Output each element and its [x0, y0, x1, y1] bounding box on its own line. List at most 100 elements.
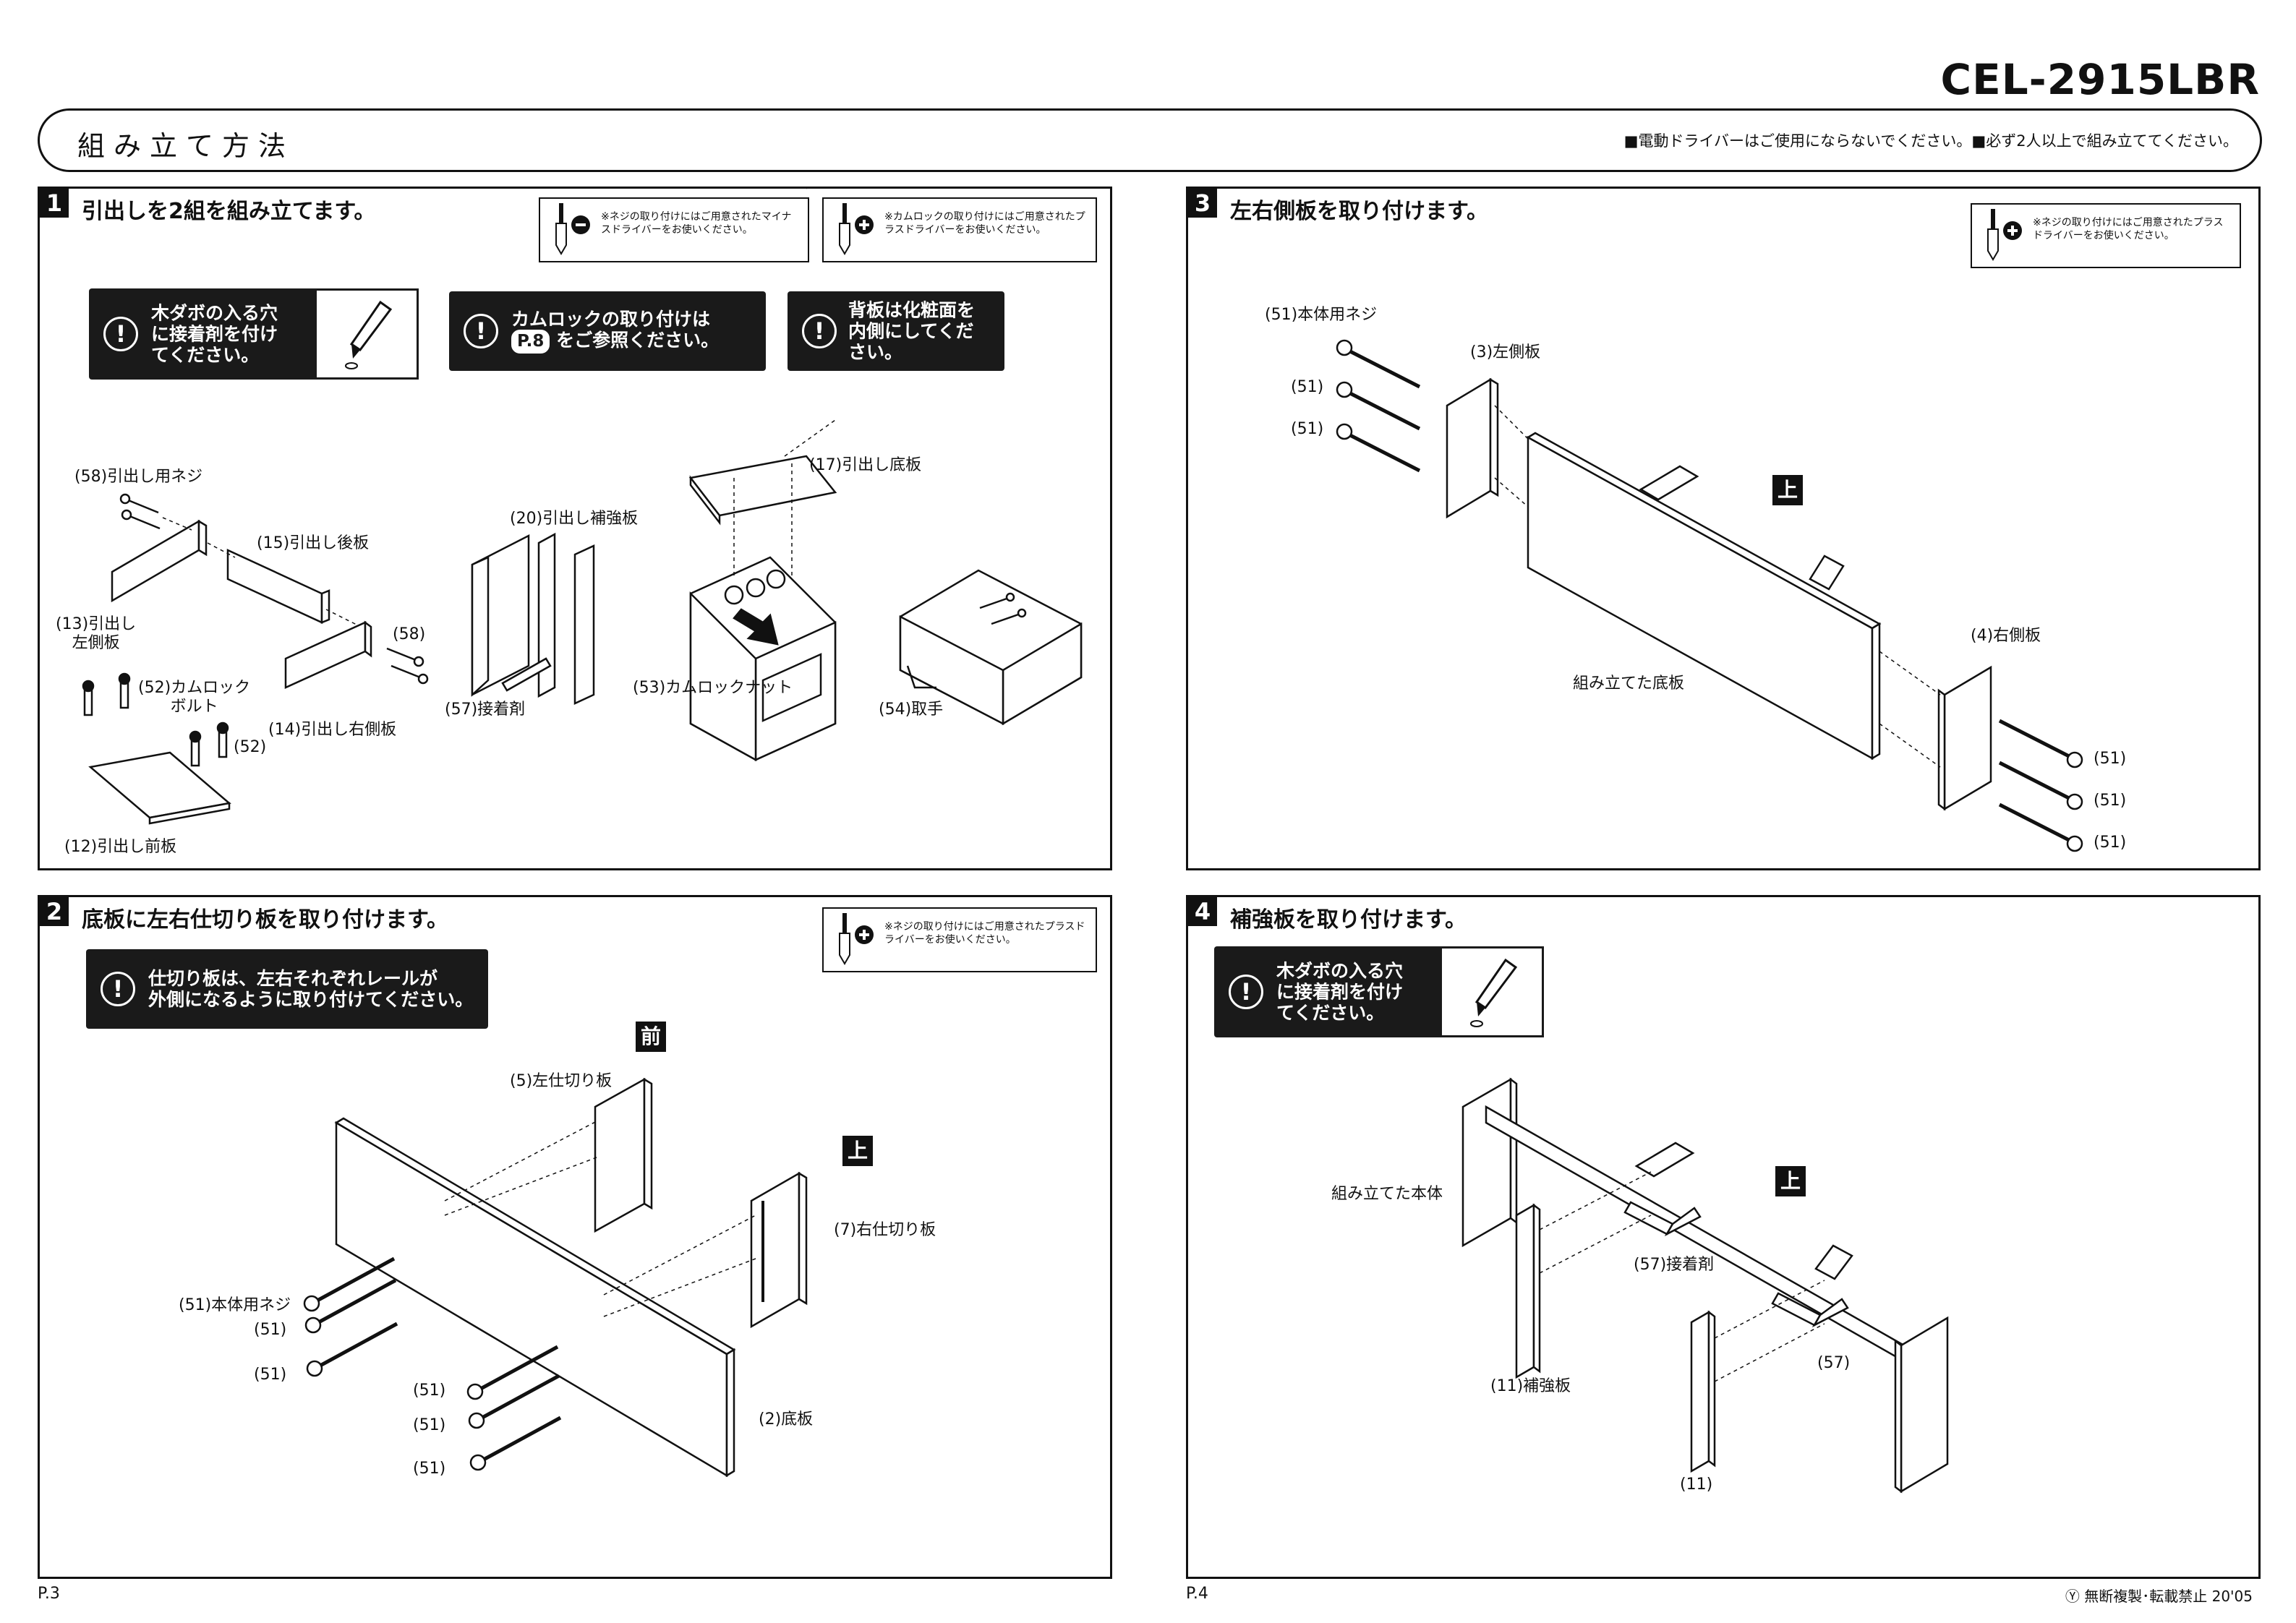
- front-badge: 前: [636, 1022, 666, 1052]
- drawer-screw: [121, 509, 161, 530]
- part-label: (51): [1291, 420, 1324, 438]
- part-label: (58): [393, 625, 426, 643]
- driver-plus-box: ※カムロックの取り付けにはご用意されたプラスドライバーをお使いください。: [822, 197, 1097, 262]
- body-screw: [469, 1416, 562, 1471]
- camlock-bolt: [82, 680, 95, 716]
- reinforcement-board: [1690, 1310, 1710, 1473]
- step-title: 引出しを2組を組み立てます。: [82, 199, 376, 224]
- glue-tube-icon: [315, 288, 419, 380]
- drawer-back: [226, 549, 323, 624]
- page-ref-badge: P.8: [511, 330, 550, 354]
- part-label: (17)引出し底板: [809, 456, 922, 474]
- part-label: (52)カムロック ボルト: [138, 679, 251, 716]
- page-number-right: P.4: [1186, 1585, 1208, 1603]
- part-label: (57): [1817, 1354, 1851, 1372]
- left-partition: [594, 1077, 646, 1233]
- body-right-side: [1900, 1316, 1949, 1494]
- safety-notice: ■電動ドライバーはご使用にならないでください。■必ず2人以上で組み立ててください…: [1623, 132, 2238, 150]
- part-label: (15)引出し後板: [257, 534, 370, 552]
- part-label: 組み立てた底板: [1573, 675, 1685, 693]
- camlock-nut: [724, 585, 744, 605]
- body-left-side: [1461, 1077, 1512, 1248]
- step-number: 3: [1188, 189, 1217, 218]
- page-title: 組み立て方法: [77, 130, 295, 162]
- right-partition: [750, 1171, 801, 1329]
- step-4-panel: 4 補強板を取り付けます。 ! 木ダボの入る穴 に接着剤を付け てください。 上: [1186, 895, 2261, 1579]
- step-number: 1: [40, 189, 69, 218]
- part-label: (51): [413, 1460, 446, 1478]
- part-label: (51): [2094, 750, 2127, 768]
- drawer-screw: [386, 647, 424, 667]
- camlock-bolt: [216, 721, 229, 758]
- part-label: (51)本体用ネジ: [1265, 306, 1378, 324]
- camlock-note: ! カムロックの取り付けは P.8 をご参照ください。: [449, 291, 766, 371]
- part-label: (57)接着剤: [1634, 1256, 1715, 1274]
- drawer-right-side: [284, 621, 367, 689]
- left-side-panel: [1446, 377, 1492, 519]
- up-badge: 上: [1775, 1166, 1806, 1196]
- step-title: 底板に左右仕切り板を取り付けます。: [82, 907, 448, 933]
- part-label: (7)右仕切り板: [834, 1221, 936, 1239]
- exclamation-icon: !: [1229, 975, 1263, 1009]
- driver-plus-box: ※ネジの取り付けにはご用意されたプラスドライバーをお使いください。: [822, 907, 1097, 972]
- glue-tube-icon: [1440, 946, 1544, 1037]
- part-label: (3)左側板: [1470, 343, 1541, 361]
- part-label: (2)底板: [759, 1410, 814, 1429]
- part-label: (51): [413, 1416, 446, 1434]
- part-label: (5)左仕切り板: [510, 1072, 613, 1090]
- body-screw: [304, 1278, 397, 1334]
- part-label: 組み立てた本体: [1331, 1185, 1443, 1203]
- body-screw: [466, 1345, 559, 1400]
- part-label: (51): [254, 1321, 287, 1339]
- part-label: (20)引出し補強板: [510, 510, 639, 528]
- glue-note: ! 木ダボの入る穴 に接着剤を付け てください。: [89, 288, 419, 380]
- plus-screwdriver-icon: [839, 203, 874, 255]
- reinforcement-illustration: [1461, 1077, 1949, 1494]
- driver-plus-text: ※カムロックの取り付けにはご用意されたプラスドライバーをお使いください。: [884, 211, 1085, 236]
- plus-screwdriver-icon: [839, 913, 874, 965]
- exclamation-icon: !: [103, 317, 138, 351]
- part-label: (57)接着剤: [445, 701, 526, 719]
- right-side-panel: [1943, 665, 1992, 811]
- glue-note: ! 木ダボの入る穴 に接着剤を付け てください。: [1214, 946, 1544, 1037]
- part-label: (51): [413, 1382, 446, 1400]
- body-screw: [1336, 423, 1421, 473]
- plus-screwdriver-icon: [1987, 209, 2022, 261]
- driver-minus-text: ※ネジの取り付けにはご用意されたマイナスドライバーをお使いください。: [601, 211, 792, 236]
- driver-plus-box: ※ネジの取り付けにはご用意されたプラスドライバーをお使いください。: [1971, 203, 2241, 268]
- glue-tube: [501, 657, 552, 692]
- drawer-screw: [391, 664, 429, 685]
- body-screw: [1998, 761, 2083, 810]
- exclamation-icon: !: [101, 972, 135, 1006]
- camlock-bolt: [118, 672, 131, 709]
- up-badge: 上: [1772, 475, 1803, 505]
- part-label: (51)本体用ネジ: [179, 1296, 291, 1314]
- exclamation-icon: !: [464, 314, 498, 348]
- step-number: 2: [40, 897, 69, 926]
- drawer-handle: [906, 665, 936, 689]
- part-label: (58)引出し用ネジ: [74, 468, 203, 486]
- partition-note: ! 仕切り板は、左右それぞれレールが 外側になるように取り付けてください。: [86, 949, 488, 1029]
- step-1-panel: 1 引出しを2組を組み立てます。 ※ネジの取り付けにはご用意されたマイナスドライ…: [38, 187, 1112, 870]
- drawer-parts-illustration: [82, 419, 1083, 825]
- part-label: (11): [1680, 1476, 1713, 1494]
- part-label: (12)引出し前板: [64, 838, 177, 856]
- model-number: CEL-2915LBR: [1940, 55, 2260, 104]
- driver-minus-box: ※ネジの取り付けにはご用意されたマイナスドライバーをお使いください。: [539, 197, 809, 262]
- exclamation-icon: !: [802, 314, 837, 348]
- step-title: 補強板を取り付けます。: [1230, 907, 1467, 933]
- drawer-screw: [119, 493, 159, 514]
- part-label: (13)引出し 左側板: [56, 615, 137, 652]
- part-label: (14)引出し右側板: [268, 721, 397, 739]
- part-label: (54)取手: [879, 701, 944, 719]
- page-number-left: P.3: [38, 1585, 60, 1603]
- up-badge: 上: [842, 1136, 873, 1166]
- camlock-bolt: [189, 730, 202, 767]
- part-label: (11)補強板: [1490, 1377, 1571, 1395]
- backboard-note: ! 背板は化粧面を 内側にしてくだ さい。: [788, 291, 1004, 371]
- minus-screwdriver-icon: [555, 203, 590, 255]
- step-title: 左右側板を取り付けます。: [1230, 199, 1488, 224]
- bottom-board-illustration: [303, 1077, 808, 1478]
- body-screw: [1998, 719, 2083, 768]
- arrow-icon: [733, 608, 779, 646]
